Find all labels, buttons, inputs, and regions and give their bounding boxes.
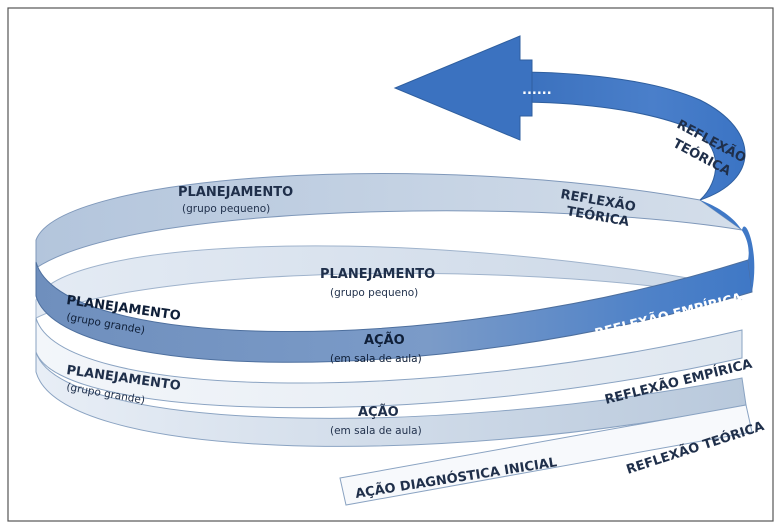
label-planejamento-middle: PLANEJAMENTO bbox=[320, 267, 435, 282]
arrow-ellipsis: ...... bbox=[522, 83, 552, 98]
label-planejamento-middle-sub: (grupo pequeno) bbox=[330, 287, 418, 299]
label-acao-upper: AÇÃO bbox=[364, 332, 405, 348]
label-acao-lower: AÇÃO bbox=[358, 404, 399, 420]
label-planejamento-upper-sub: (grupo pequeno) bbox=[182, 203, 270, 215]
spiral-arrow-arm-join bbox=[700, 200, 755, 292]
label-planejamento-upper: PLANEJAMENTO bbox=[178, 185, 293, 200]
spiral-band-middle-front bbox=[35, 317, 743, 409]
label-acao-upper-sub: (em sala de aula) bbox=[330, 353, 422, 365]
label-acao-lower-sub: (em sala de aula) bbox=[330, 425, 422, 437]
spiral-band-middle-back bbox=[35, 245, 743, 319]
arrow-head-icon bbox=[393, 35, 533, 141]
spiral-band-start-strip bbox=[339, 404, 753, 506]
